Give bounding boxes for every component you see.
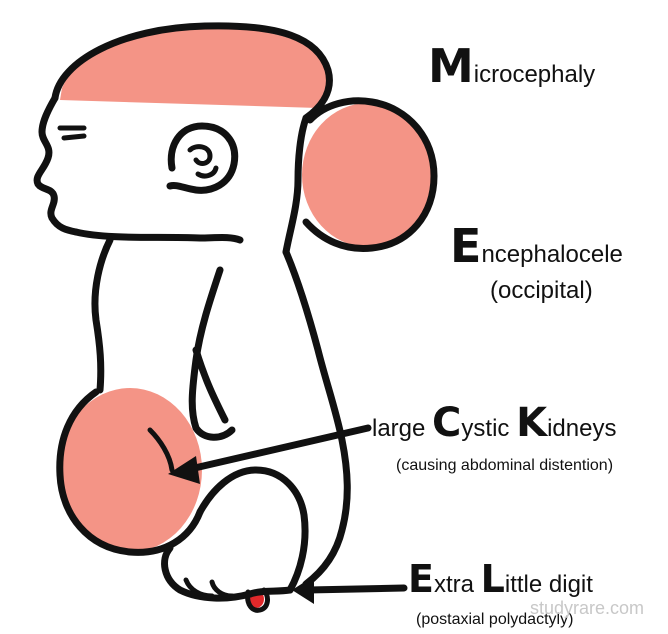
label-digit: Extra Little digit (postaxial polydactyl… [408, 557, 593, 628]
label-encephalocele: Encephalocele (occipital) [450, 219, 623, 304]
kidney-arrow [168, 424, 372, 484]
encephalocele-note: (occipital) [490, 277, 593, 304]
digit-note: (postaxial polydactyly) [416, 611, 573, 628]
head-top-fill [60, 28, 328, 108]
digit-arrow [292, 576, 408, 604]
label-kidneys: large Cystic Kidneys (causing abdominal … [372, 400, 616, 474]
kidney-fill [58, 388, 202, 552]
encephalocele-fill [302, 103, 434, 247]
svg-text:Extra Little digit: Extra Little digit [408, 557, 593, 601]
infant-outline [33, 22, 438, 613]
svg-text:Encephalocele: Encephalocele [450, 219, 623, 273]
svg-text:large Cystic Kidneys: large Cystic Kidneys [372, 400, 616, 446]
kidneys-note: (causing abdominal distention) [396, 457, 613, 474]
watermark: studyrare.com [530, 598, 644, 618]
label-microcephaly: Microcephaly [428, 39, 595, 93]
svg-text:Microcephaly: Microcephaly [428, 39, 595, 93]
